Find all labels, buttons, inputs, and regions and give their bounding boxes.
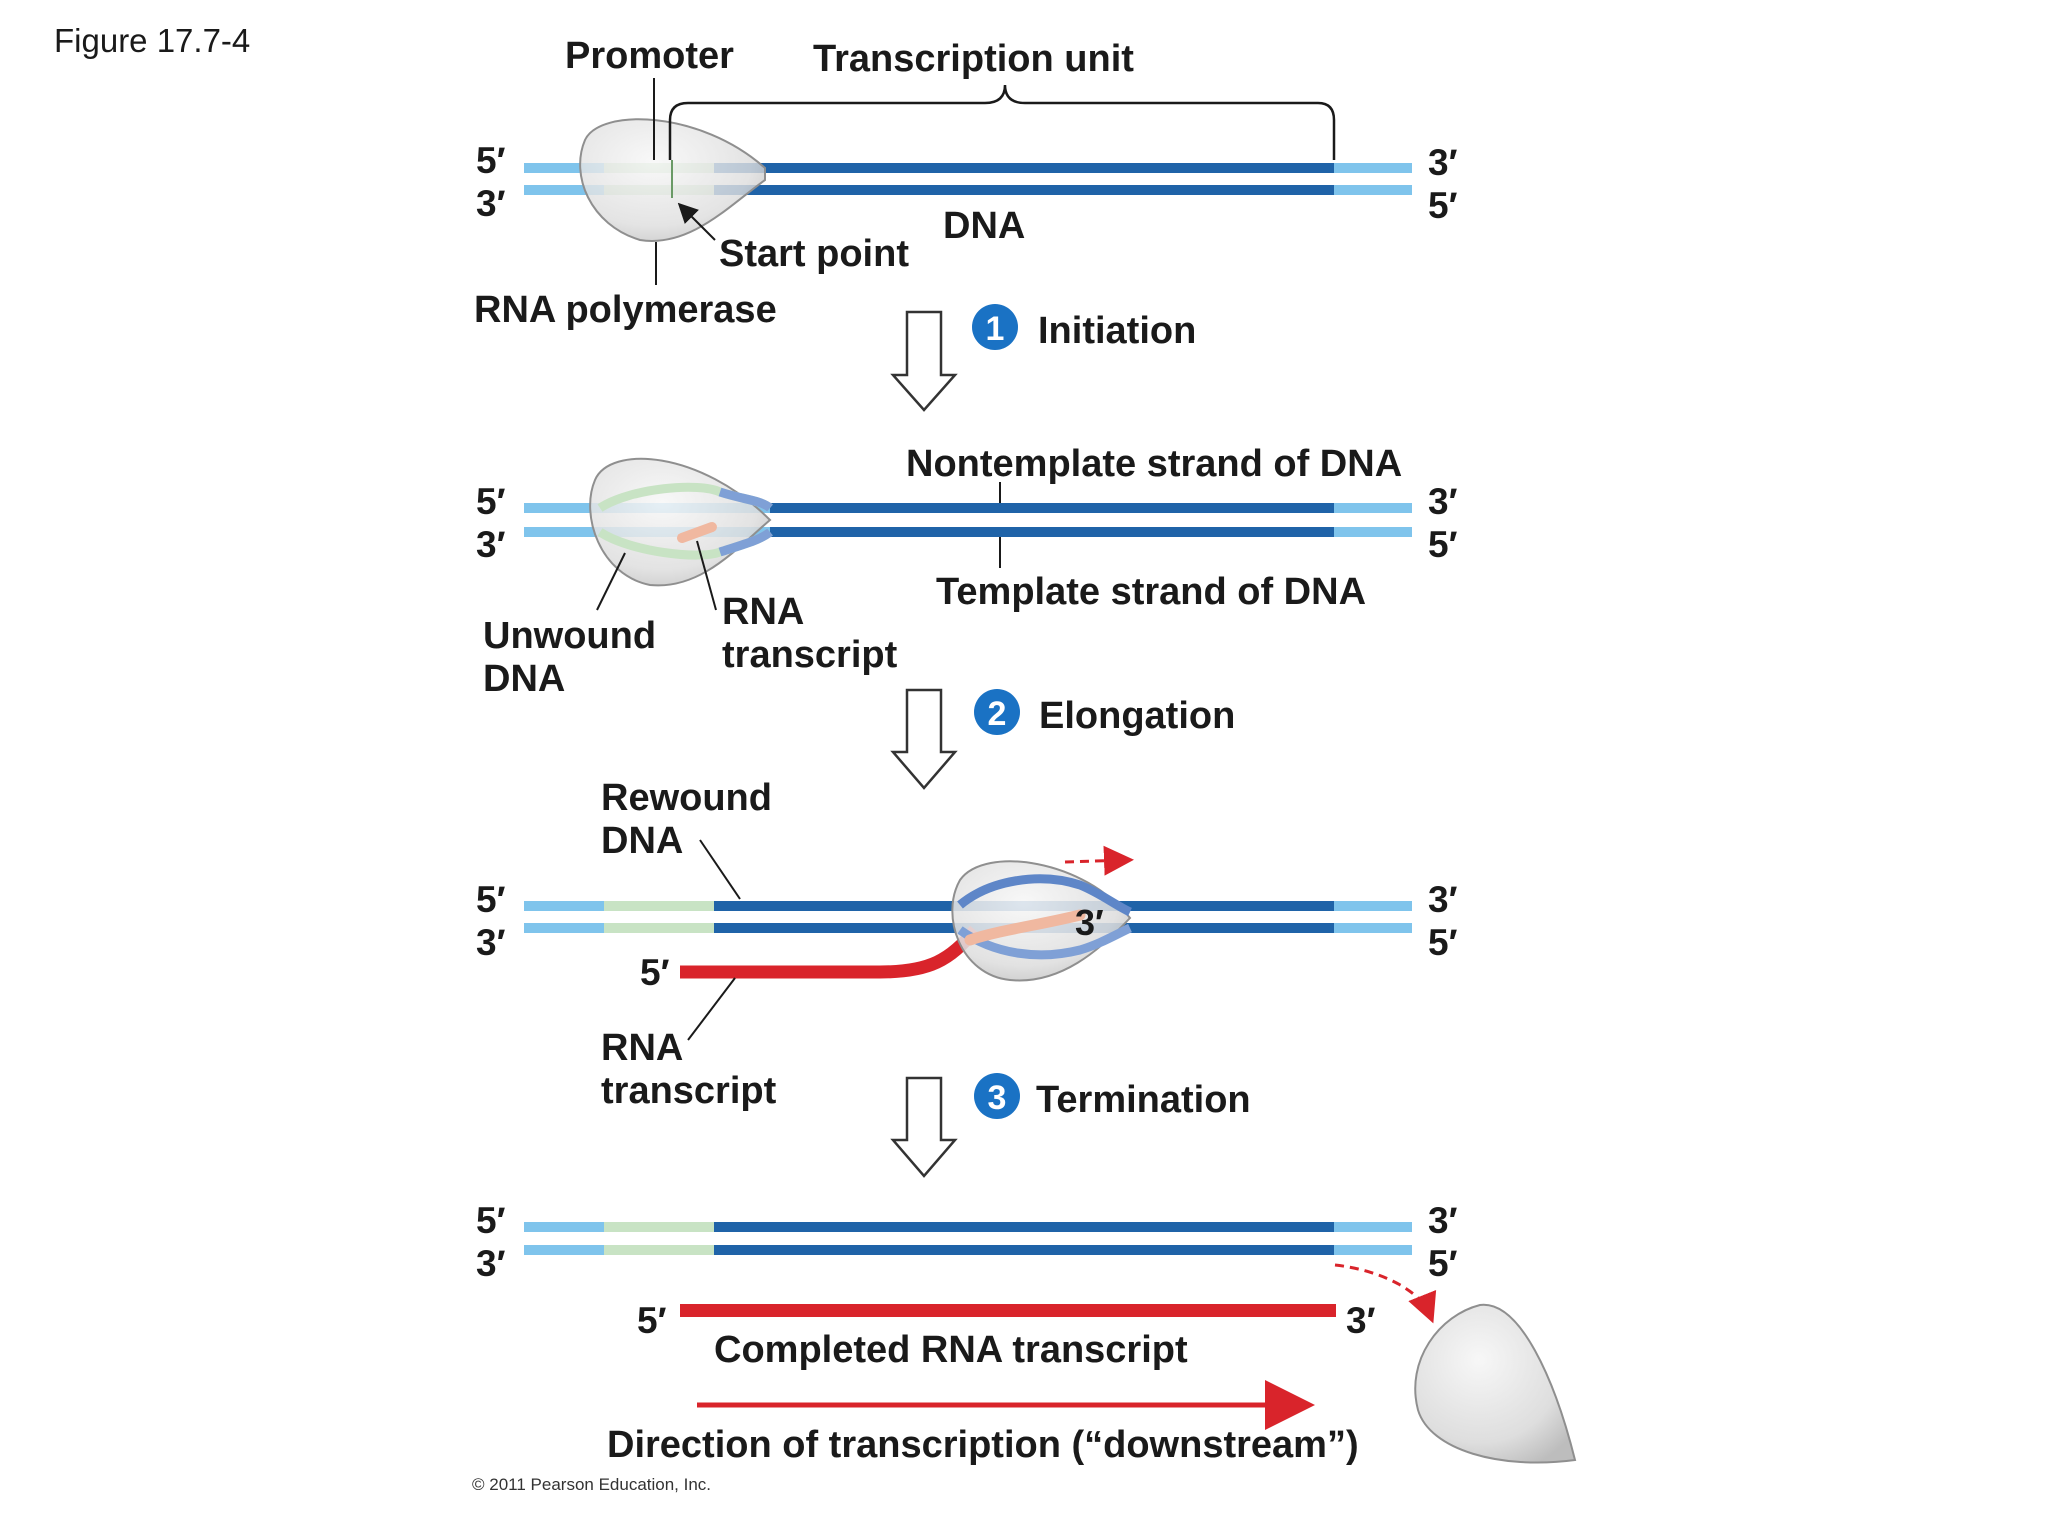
polymerase-movement-arrow	[1064, 845, 1134, 876]
nontemplate-strand-label: Nontemplate strand of DNA	[906, 443, 1402, 485]
rna-transcript-label-line2: transcript	[722, 634, 898, 676]
dna-end-5prime-top-left: 5′	[476, 140, 506, 181]
rewound-dna-pointer	[699, 839, 741, 900]
transcription-unit-label: Transcription unit	[813, 38, 1134, 80]
dna-label: DNA	[943, 205, 1025, 247]
step-arrow-termination: 3 Termination	[890, 1073, 1251, 1178]
dna-end-5prime-top-left: 5′	[476, 879, 506, 920]
panel-elongation: 3′ 5′ 3′ 3′ 5′ 5′ Rewound DNA RNA transc…	[476, 777, 1458, 1112]
dna-end-3prime-bottom-left: 3′	[476, 183, 506, 224]
rna-5prime-end-label: 5′	[637, 1300, 667, 1341]
step-badge-2	[974, 689, 1020, 735]
polymerase-release-arrow	[1334, 1263, 1437, 1324]
panel-promoter-binding: Promoter Transcription unit 5′ 3′ 3′ 5′ …	[474, 35, 1458, 331]
nascent-rna-transcript	[964, 909, 1086, 946]
rewound-dna-label-line2: DNA	[601, 820, 683, 862]
rna-transcript-label-line2: transcript	[601, 1070, 777, 1112]
rna-5prime-end-label: 5′	[640, 952, 670, 993]
promoter-region-top	[604, 1222, 714, 1232]
down-arrow-icon	[890, 1076, 958, 1178]
unwound-strand-bottom	[957, 923, 1132, 960]
rna-3prime-end-label: 3′	[1346, 1300, 1376, 1341]
down-arrow-icon	[890, 310, 958, 412]
step-arrow-elongation: 2 Elongation	[890, 688, 1235, 790]
dna-end-3prime-top-right: 3′	[1428, 1200, 1458, 1241]
unwound-dna-label-line2: DNA	[483, 658, 565, 700]
promoter-region-top	[604, 901, 714, 911]
dna-bottom-strand	[714, 1245, 1334, 1255]
dna-end-3prime-bottom-left: 3′	[476, 922, 506, 963]
dna-end-5prime-top-left: 5′	[476, 1200, 506, 1241]
dna-end-5prime-bottom-right: 5′	[1428, 922, 1458, 963]
step-arrow-initiation: 1 Initiation	[890, 304, 1196, 412]
completed-rna-transcript-label: Completed RNA transcript	[714, 1329, 1188, 1371]
figure-label: Figure 17.7-4	[54, 22, 250, 59]
dna-end-5prime-bottom-right: 5′	[1428, 524, 1458, 565]
direction-of-transcription-label: Direction of transcription (“downstream”…	[607, 1424, 1359, 1466]
rna-transcript-pointer	[687, 977, 736, 1041]
step-label-termination: Termination	[1036, 1079, 1251, 1121]
dna-top-strand	[714, 1222, 1334, 1232]
template-strand	[770, 527, 1334, 537]
rna-3prime-end-label: 3′	[1075, 902, 1104, 943]
rna-polymerase-shape	[589, 457, 772, 587]
start-point-arrow	[677, 202, 716, 241]
transcription-unit-brace	[668, 84, 1336, 160]
step-number-2: 2	[988, 695, 1007, 733]
step-number-1: 1	[986, 310, 1005, 348]
promoter-label: Promoter	[565, 35, 734, 77]
unwound-strand-top	[957, 874, 1132, 917]
unwound-strand-bottom-blue	[718, 528, 773, 557]
dna-end-3prime-top-right: 3′	[1428, 879, 1458, 920]
start-point-label: Start point	[719, 233, 909, 275]
rna-transcript-strand	[680, 925, 980, 979]
unwound-dna-pointer	[596, 552, 626, 611]
panel-initiation: 5′ 3′ 3′ 5′ Nontemplate strand of DNA Te…	[476, 443, 1458, 700]
released-rna-polymerase	[1414, 1303, 1577, 1464]
nontemplate-strand	[770, 503, 1334, 513]
transcription-unit-top	[714, 163, 1334, 173]
dna-end-5prime-bottom-right: 5′	[1428, 1243, 1458, 1284]
rewound-dna-label-line1: Rewound	[601, 777, 772, 819]
dna-end-5prime-bottom-right: 5′	[1428, 185, 1458, 226]
rna-polymerase-label: RNA polymerase	[474, 289, 777, 331]
dna-end-3prime-top-right: 3′	[1428, 142, 1458, 183]
dna-end-3prime-top-right: 3′	[1428, 481, 1458, 522]
step-number-3: 3	[988, 1079, 1007, 1117]
nascent-rna-transcript	[677, 522, 717, 543]
rna-transcript-pointer	[696, 540, 717, 611]
panel-termination: 5′ 3′ 3′ 5′ 5′ 3′ Completed RNA transcri…	[476, 1200, 1577, 1466]
completed-rna-transcript	[680, 1304, 1336, 1317]
dna-end-5prime-top-left: 5′	[476, 481, 506, 522]
step-badge-3	[974, 1073, 1020, 1119]
unwound-dna-label-line1: Unwound	[483, 615, 656, 657]
step-label-initiation: Initiation	[1038, 310, 1196, 352]
unwound-strand-top-blue	[718, 487, 773, 512]
promoter-region-bottom	[604, 1245, 714, 1255]
dna-end-3prime-bottom-left: 3′	[476, 1243, 506, 1284]
template-strand-label: Template strand of DNA	[936, 571, 1366, 613]
rna-transcript-label-line1: RNA	[601, 1027, 683, 1069]
step-badge-1	[972, 304, 1018, 350]
transcription-unit-bottom	[714, 185, 1334, 195]
step-label-elongation: Elongation	[1039, 695, 1235, 737]
dna-end-3prime-bottom-left: 3′	[476, 524, 506, 565]
down-arrow-icon	[890, 688, 958, 790]
promoter-region-bottom	[604, 923, 714, 933]
copyright-notice: © 2011 Pearson Education, Inc.	[472, 1475, 711, 1494]
rna-transcript-label-line1: RNA	[722, 591, 804, 633]
